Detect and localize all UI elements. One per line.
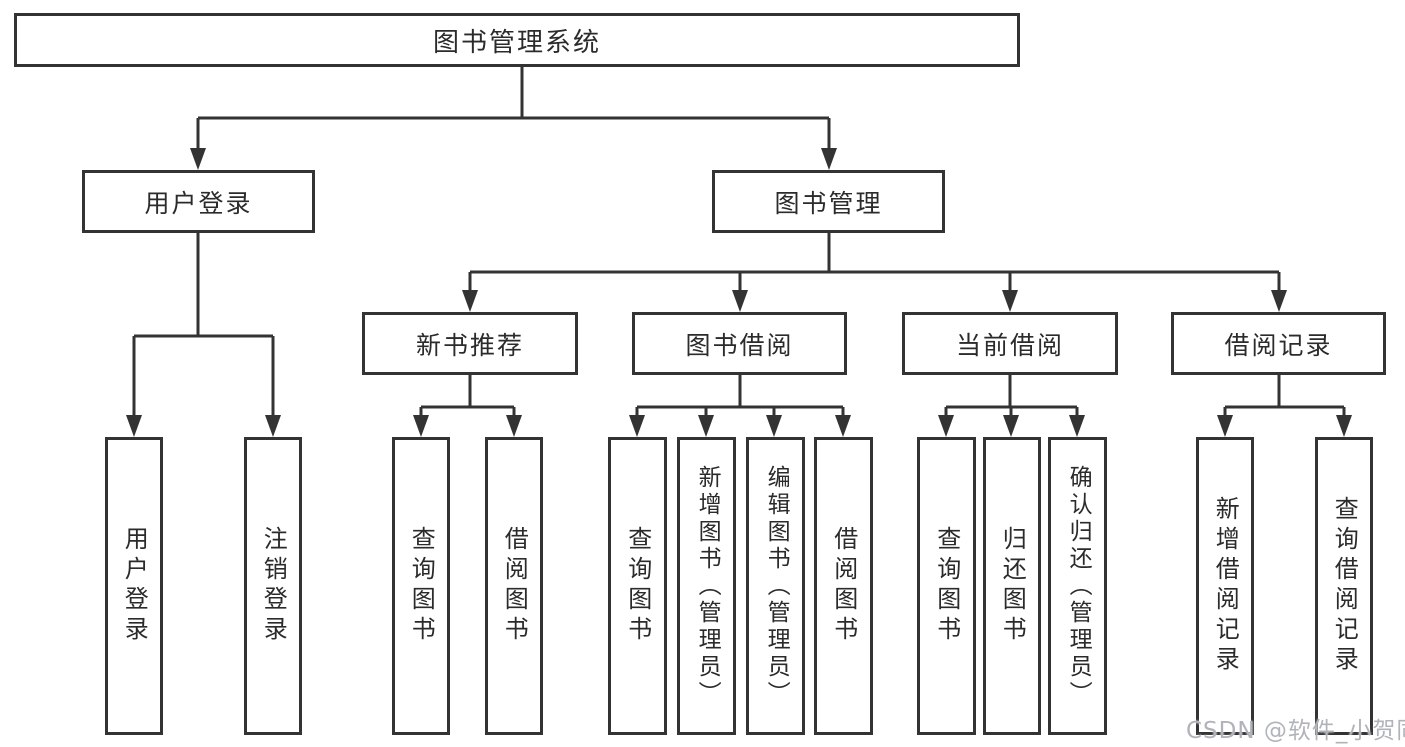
section-book-borrowing: 图书借阅: [632, 312, 847, 375]
connector-current-to-leaves: [938, 375, 1085, 437]
section-new-book-recommendation: 新书推荐: [362, 312, 578, 375]
connector-borrowing-to-leaves: [629, 375, 851, 437]
connector-root-to-branches: [190, 67, 837, 170]
root-node-library-system: 图书管理系统: [14, 13, 1020, 67]
leaf-recommend-query-books: 查询图书: [392, 437, 450, 735]
leaf-borrowing-borrow-books: 借阅图书: [814, 437, 873, 735]
connector-recommend-to-leaves: [413, 375, 522, 437]
leaf-records-add-record: 新增借阅记录: [1196, 437, 1254, 735]
leaf-current-return-books: 归还图书: [983, 437, 1041, 735]
leaf-current-query-books: 查询图书: [917, 437, 976, 735]
leaf-logout: 注销登录: [244, 437, 302, 735]
connector-book-management-to-sections: [462, 233, 1287, 312]
branch-user-login: 用户登录: [82, 170, 315, 233]
leaf-borrowing-add-books-admin: 新增图书（管理员）: [677, 437, 736, 735]
section-borrowing-records: 借阅记录: [1171, 312, 1386, 375]
connector-records-to-leaves: [1217, 375, 1352, 437]
leaf-borrowing-query-books: 查询图书: [608, 437, 667, 735]
leaf-records-query-record: 查询借阅记录: [1315, 437, 1373, 735]
branch-book-management: 图书管理: [712, 170, 945, 233]
section-current-borrowing: 当前借阅: [902, 312, 1118, 375]
leaf-user-login: 用户登录: [105, 437, 163, 735]
leaf-recommend-borrow-books: 借阅图书: [485, 437, 543, 735]
connector-user-login-to-leaves: [126, 233, 281, 437]
leaf-borrowing-edit-books-admin: 编辑图书（管理员）: [746, 437, 805, 735]
csdn-watermark: CSDN @软件_小贺同学: [1186, 718, 1405, 744]
leaf-current-confirm-return-admin: 确认归还（管理员）: [1048, 437, 1107, 735]
